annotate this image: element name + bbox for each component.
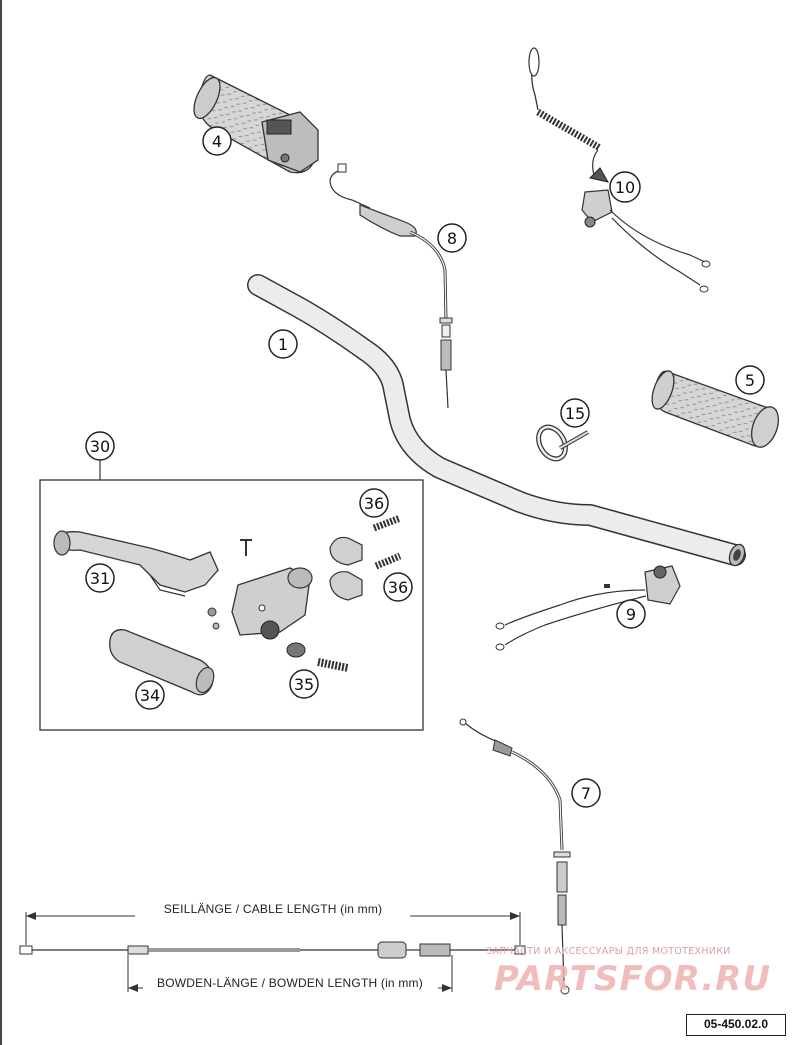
small-screws (207, 539, 252, 630)
callout-31: 31 (85, 563, 115, 593)
callout-1: 1 (268, 329, 298, 359)
callout-10: 10 (609, 171, 641, 203)
clamp-halves (329, 536, 363, 601)
bowden-length-label: BOWDEN-LÄNGE / BOWDEN LENGTH (in mm) (157, 976, 423, 990)
callout-4: 4 (202, 126, 232, 156)
callout-7: 7 (571, 778, 601, 808)
callout-31-number: 31 (90, 569, 110, 588)
callout-9: 9 (616, 599, 646, 629)
throttle-grip (193, 74, 319, 174)
callout-5-number: 5 (745, 371, 755, 390)
clutch-lever-housing (231, 567, 313, 640)
cable-length-schematic: SEILLÄNGE / CABLE LENGTH (in mm) BOWDEN-… (19, 900, 526, 992)
callout-30-number: 30 (90, 437, 110, 456)
clutch-cable (459, 718, 571, 995)
clutch-lever (53, 530, 219, 597)
handlebar (247, 274, 746, 567)
callout-8-number: 8 (447, 229, 457, 248)
callout-34-number: 34 (140, 686, 160, 705)
clutch-assembly-frame (39, 479, 424, 731)
callout-36-bottom: 36 (383, 572, 413, 602)
callout-36-top-number: 36 (364, 494, 384, 513)
callout-35-number: 35 (294, 675, 314, 694)
callout-9-number: 9 (626, 605, 636, 624)
callout-35: 35 (289, 669, 319, 699)
throttle-cable (329, 163, 453, 409)
lever-cover (109, 629, 215, 696)
callout-7-number: 7 (581, 784, 591, 803)
emergency-stop-switch (528, 47, 711, 293)
callout-1-number: 1 (278, 335, 288, 354)
callout-15: 15 (560, 398, 590, 428)
clamp-bolts (372, 514, 402, 570)
callout-30: 30 (85, 431, 115, 461)
cable-length-label: SEILLÄNGE / CABLE LENGTH (in mm) (164, 902, 382, 916)
left-grip (651, 370, 780, 448)
watermark-caption: ЗАПЧАСТИ И АКСЕССУАРЫ ДЛЯ МОТОТЕХНИКИ (486, 946, 731, 957)
reference-code: 05-450.02.0 (686, 1014, 786, 1036)
callout-4-number: 4 (212, 132, 222, 151)
callout-36-top: 36 (359, 488, 389, 518)
page-left-border (0, 0, 2, 1045)
callout-10-number: 10 (615, 178, 635, 197)
cable-tie (536, 424, 589, 462)
callout-15-number: 15 (565, 404, 585, 423)
watermark-logo: PARTSFOR.RU (494, 959, 771, 999)
watermark-logo-text: PARTSFOR.RU (494, 959, 771, 999)
light-switch (495, 565, 681, 651)
callout-5: 5 (735, 365, 765, 395)
callout-36-bottom-number: 36 (388, 578, 408, 597)
callout-34: 34 (135, 680, 165, 710)
callout-8: 8 (437, 223, 467, 253)
adjuster-and-nut (286, 642, 349, 672)
